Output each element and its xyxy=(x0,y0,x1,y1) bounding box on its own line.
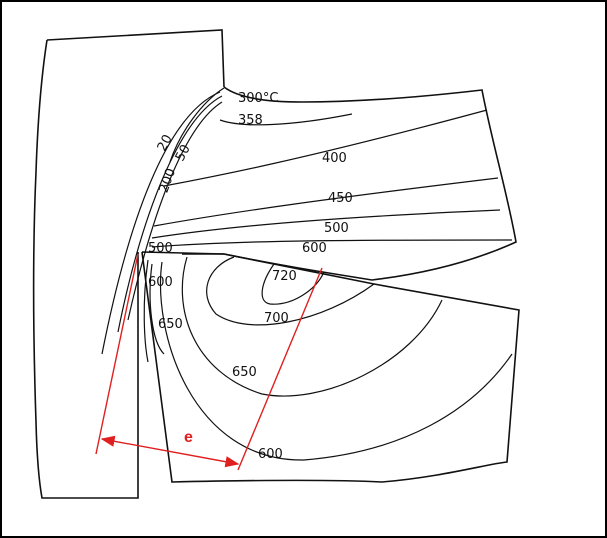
isotherm-600 xyxy=(151,239,513,248)
isotherm-400 xyxy=(163,109,488,187)
label-50: 50 xyxy=(173,142,194,164)
label-20: 20 xyxy=(155,132,176,154)
label-358: 358 xyxy=(238,113,263,128)
label-600-left: 600 xyxy=(148,275,173,290)
annotation-ref-left xyxy=(95,253,139,455)
isotherm-600-tool xyxy=(143,259,149,363)
isotherm-600-far xyxy=(159,261,513,461)
chip-outline xyxy=(182,86,517,281)
label-500: 500 xyxy=(324,221,349,236)
distance-label-e: e xyxy=(184,429,193,446)
isotherm-20 xyxy=(101,91,221,355)
isotherm-450 xyxy=(153,177,499,227)
label-200: 200 xyxy=(157,166,180,194)
distance-arrow xyxy=(100,435,240,468)
workpiece-left-body xyxy=(32,29,225,499)
isotherm-650-left xyxy=(149,263,165,355)
distance-annotation: e xyxy=(95,253,323,471)
label-600: 600 xyxy=(302,241,327,256)
label-650-tool: 650 xyxy=(232,365,257,380)
isotherm-500 xyxy=(151,209,501,239)
annotation-ref-right xyxy=(237,267,323,471)
isotherm-700 xyxy=(206,256,375,326)
label-700: 700 xyxy=(264,311,289,326)
isotherm-labels: 300°C 358 400 450 500 600 720 700 650 60… xyxy=(148,91,353,462)
outlines xyxy=(32,29,520,499)
isotherm-50 xyxy=(117,95,223,333)
isotherm-200 xyxy=(127,101,223,321)
label-300: 300°C xyxy=(238,91,278,106)
tool-outline xyxy=(141,251,520,483)
isotherm-358 xyxy=(219,113,353,126)
label-650-left: 650 xyxy=(158,317,183,332)
label-720: 720 xyxy=(272,269,297,284)
label-450: 450 xyxy=(328,191,353,206)
label-400: 400 xyxy=(322,151,347,166)
isotherm-650-tool xyxy=(181,256,443,397)
label-600-tool: 600 xyxy=(258,447,283,462)
label-500-tip: 500 xyxy=(148,241,173,256)
